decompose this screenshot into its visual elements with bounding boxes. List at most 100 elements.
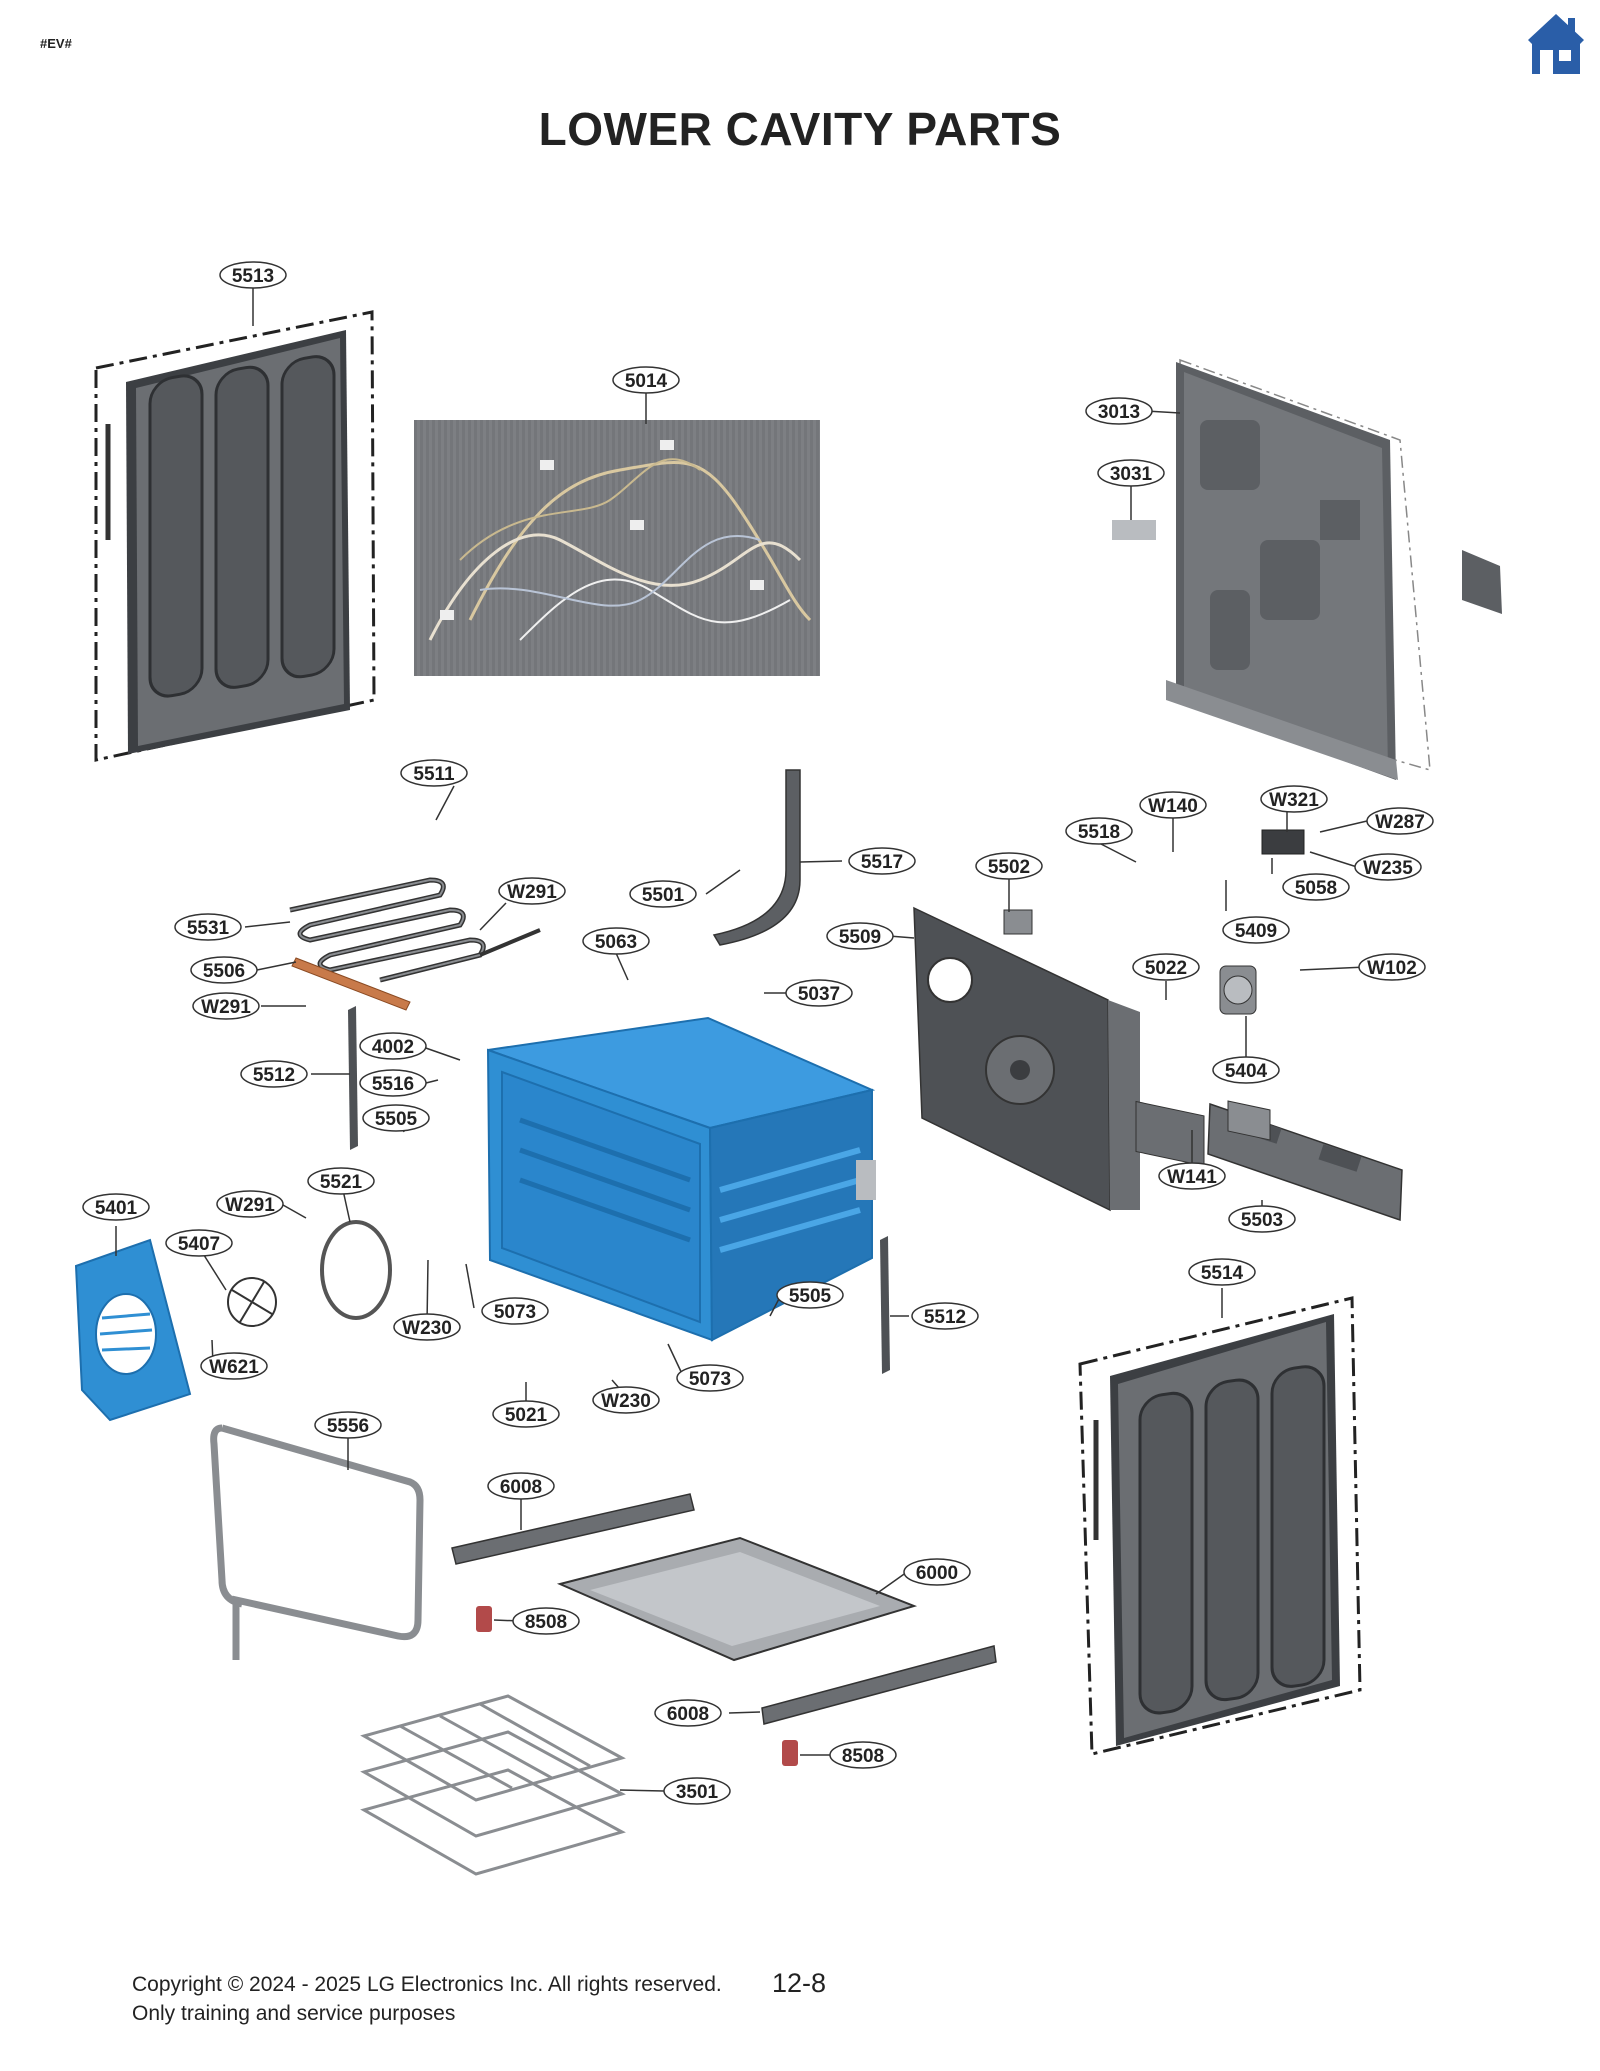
- right-side-strip: [880, 1236, 890, 1374]
- cavity-back-panel: [913, 906, 1140, 1212]
- svg-text:5514: 5514: [1201, 1263, 1244, 1284]
- terminal-block: [1227, 1100, 1271, 1141]
- callout-5409: 5409: [1222, 916, 1290, 944]
- page-title: LOWER CAVITY PARTS: [538, 103, 1062, 155]
- sensor-bracket: [1003, 909, 1033, 935]
- svg-text:5517: 5517: [861, 852, 903, 873]
- svg-text:5509: 5509: [839, 927, 881, 948]
- svg-text:5058: 5058: [1295, 878, 1337, 899]
- callout-3031: 3031: [1097, 459, 1165, 487]
- switch-block: [1261, 829, 1305, 855]
- svg-text:6008: 6008: [667, 1704, 709, 1725]
- svg-text:5512: 5512: [253, 1065, 295, 1086]
- callout-6008-left: 6008: [487, 1472, 555, 1500]
- broil-element: [289, 877, 541, 983]
- svg-text:5022: 5022: [1145, 958, 1187, 979]
- callout-4002: 4002: [359, 1032, 427, 1060]
- oven-cavity: [486, 1016, 876, 1342]
- callout-5517: 5517: [848, 847, 916, 875]
- callout-5073-upper: 5073: [481, 1297, 549, 1325]
- svg-text:5404: 5404: [1225, 1061, 1268, 1082]
- svg-text:6000: 6000: [916, 1563, 958, 1584]
- callout-5511: 5511: [400, 759, 468, 787]
- callout-5521: 5521: [307, 1167, 375, 1195]
- svg-text:8508: 8508: [525, 1612, 567, 1633]
- heater-strip: [291, 957, 411, 1011]
- svg-text:3031: 3031: [1110, 464, 1153, 485]
- callout-W291-fan: W291: [216, 1190, 284, 1218]
- callout-W102: W102: [1358, 953, 1426, 981]
- leveling-leg-right: [782, 1740, 798, 1766]
- callout-5513: 5513: [219, 261, 287, 289]
- callout-5014: 5014: [612, 366, 680, 394]
- svg-text:5505: 5505: [375, 1109, 418, 1130]
- callout-6008-right: 6008: [654, 1699, 722, 1727]
- left-side-panel: [94, 310, 376, 762]
- callout-5404: 5404: [1212, 1056, 1280, 1084]
- callout-5037: 5037: [785, 979, 853, 1007]
- svg-text:5021: 5021: [505, 1405, 548, 1426]
- svg-text:5531: 5531: [187, 918, 230, 939]
- callout-W621: W621: [200, 1352, 268, 1380]
- svg-text:5073: 5073: [494, 1302, 536, 1323]
- callout-8508-right: 8508: [829, 1741, 897, 1769]
- callout-5518: 5518: [1065, 817, 1133, 845]
- callout-5516: 5516: [359, 1069, 427, 1097]
- right-glide-rail: [761, 1645, 997, 1725]
- callout-W141: W141: [1158, 1162, 1226, 1190]
- callout-3013: 3013: [1085, 397, 1153, 425]
- svg-text:5063: 5063: [595, 932, 637, 953]
- door-gasket: [210, 1424, 424, 1660]
- svg-text:5409: 5409: [1235, 921, 1277, 942]
- callout-5407: 5407: [165, 1229, 233, 1257]
- callout-W287: W287: [1366, 807, 1434, 835]
- svg-text:5407: 5407: [178, 1234, 220, 1255]
- svg-text:W291: W291: [225, 1195, 275, 1216]
- svg-text:W321: W321: [1269, 790, 1319, 811]
- callout-5509: 5509: [826, 922, 894, 950]
- callout-W140: W140: [1139, 791, 1207, 819]
- svg-text:W235: W235: [1363, 858, 1413, 879]
- svg-text:5401: 5401: [95, 1198, 138, 1219]
- svg-text:5505: 5505: [789, 1286, 832, 1307]
- leveling-leg-left: [476, 1606, 492, 1632]
- callout-5021: 5021: [492, 1400, 560, 1428]
- wire-harness-photo: [414, 420, 820, 676]
- svg-text:W291: W291: [201, 997, 251, 1018]
- svg-text:5516: 5516: [372, 1074, 414, 1095]
- svg-text:5521: 5521: [320, 1172, 363, 1193]
- copyright-text: Copyright © 2024 - 2025 LG Electronics I…: [132, 1973, 722, 1996]
- page-number: 12-8: [772, 1968, 827, 1998]
- svg-text:W230: W230: [402, 1318, 452, 1339]
- callout-5505-left: 5505: [362, 1104, 430, 1132]
- callout-5505-right: 5505: [776, 1281, 844, 1309]
- svg-text:3013: 3013: [1098, 402, 1140, 423]
- convection-motor: [1219, 965, 1257, 1015]
- svg-text:5511: 5511: [413, 764, 455, 785]
- callout-W235: W235: [1354, 853, 1422, 881]
- relay-bracket: [1135, 1100, 1205, 1167]
- svg-text:W140: W140: [1148, 796, 1198, 817]
- svg-text:5073: 5073: [689, 1369, 731, 1390]
- callout-5512-left: 5512: [240, 1060, 308, 1088]
- svg-text:5037: 5037: [798, 984, 840, 1005]
- callout-W230-right: W230: [592, 1386, 660, 1414]
- svg-text:5501: 5501: [642, 885, 685, 906]
- svg-text:5014: 5014: [625, 371, 668, 392]
- home-icon[interactable]: [1528, 14, 1584, 76]
- callout-5502: 5502: [975, 852, 1043, 880]
- convection-heater: [320, 1220, 392, 1320]
- svg-text:5503: 5503: [1241, 1210, 1283, 1231]
- document-tag: #EV#: [40, 36, 72, 51]
- callout-5058: 5058: [1282, 873, 1350, 901]
- callout-5531: 5531: [174, 913, 242, 941]
- svg-text:W102: W102: [1367, 958, 1417, 979]
- svg-text:4002: 4002: [372, 1037, 414, 1058]
- svg-text:5506: 5506: [203, 961, 245, 982]
- svg-text:6008: 6008: [500, 1477, 542, 1498]
- svg-text:5513: 5513: [232, 266, 274, 287]
- callout-W291-left: W291: [192, 992, 260, 1020]
- svg-text:5556: 5556: [327, 1416, 369, 1437]
- callout-W321: W321: [1260, 785, 1328, 813]
